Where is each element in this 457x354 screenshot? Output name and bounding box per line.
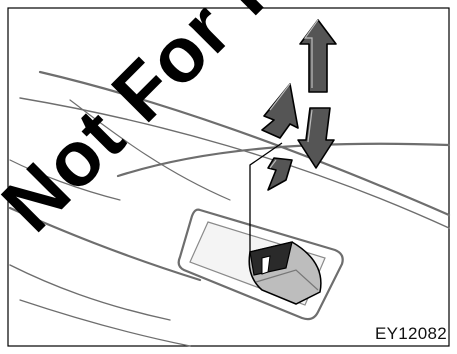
auto-up-arrow-icon xyxy=(262,84,298,138)
down-arrow-icon xyxy=(298,108,334,168)
figure-frame xyxy=(8,8,449,346)
up-arrow-icon xyxy=(300,20,336,92)
auto-down-arrow-icon xyxy=(268,158,292,190)
door-trim-panel xyxy=(10,72,449,346)
figure-code: EY12082 xyxy=(375,324,447,344)
